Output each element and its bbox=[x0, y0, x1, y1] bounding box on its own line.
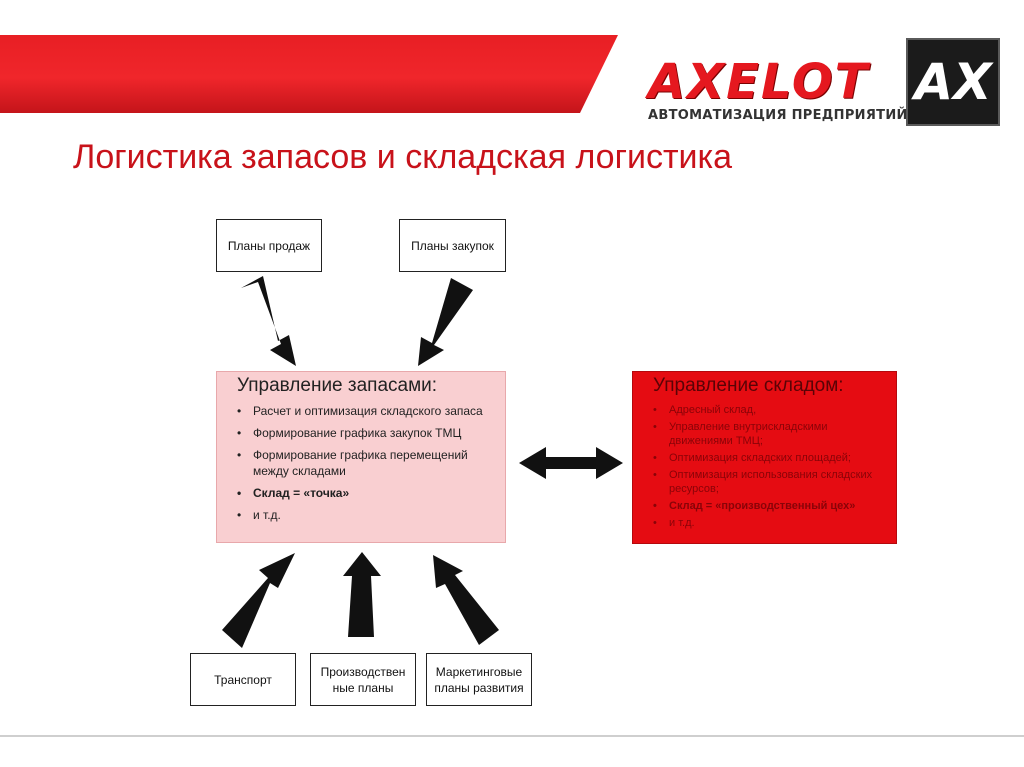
production-plans-label-line2: ные планы bbox=[332, 680, 394, 695]
list-item: Оптимизация использования складских ресу… bbox=[653, 468, 890, 496]
inventory-panel-title: Управление запасами: bbox=[237, 375, 438, 396]
list-item: Расчет и оптимизация складского запаса bbox=[237, 403, 499, 419]
arrow-production-to-inventory bbox=[343, 552, 381, 637]
inventory-management-panel: Управление запасами: Расчет и оптимизаци… bbox=[216, 371, 506, 543]
warehouse-panel-title: Управление складом: bbox=[653, 375, 844, 396]
list-item: Формирование графика перемещений между с… bbox=[237, 447, 499, 479]
arrow-transport-to-inventory bbox=[222, 553, 295, 648]
list-item: Формирование графика закупок ТМЦ bbox=[237, 425, 499, 441]
arrow-purchase-to-inventory bbox=[418, 278, 473, 366]
list-item: Адресный склад, bbox=[653, 403, 890, 417]
purchase-plans-label: Планы закупок bbox=[411, 238, 494, 253]
brand-name: AXELOT bbox=[648, 54, 870, 110]
arrow-marketing-to-inventory bbox=[433, 555, 499, 645]
production-plans-label-line1: Производствен bbox=[320, 664, 406, 679]
list-item: Склад = «производственный цех» bbox=[653, 499, 890, 513]
brand-tagline: АВТОМАТИЗАЦИЯ ПРЕДПРИЯТИЙ bbox=[648, 108, 908, 123]
arrow-inventory-warehouse bbox=[519, 447, 623, 479]
list-item: Склад = «точка» bbox=[237, 485, 499, 501]
sales-plans-label: Планы продаж bbox=[227, 238, 311, 253]
marketing-plans-box: Маркетинговые планы развития bbox=[426, 653, 532, 706]
list-item: и т.д. bbox=[237, 507, 499, 523]
transport-box: Транспорт bbox=[190, 653, 296, 706]
list-item: Оптимизация складских площадей; bbox=[653, 451, 890, 465]
warehouse-list: Адресный склад, Управление внутрискладск… bbox=[633, 403, 896, 530]
production-plans-box: Производствен ные планы bbox=[310, 653, 416, 706]
page-title: Логистика запасов и складская логистика bbox=[73, 138, 733, 176]
inventory-list: Расчет и оптимизация складского запаса Ф… bbox=[217, 403, 505, 523]
list-item: и т.д. bbox=[653, 516, 890, 530]
brand-logo: AXELOT АВТОМАТИЗАЦИЯ ПРЕДПРИЯТИЙ bbox=[648, 54, 908, 123]
marketing-plans-label-line1: Маркетинговые bbox=[435, 664, 523, 679]
warehouse-management-panel: Управление складом: Адресный склад, Упра… bbox=[632, 371, 897, 544]
footer-divider bbox=[0, 735, 1024, 737]
transport-label: Транспорт bbox=[214, 672, 272, 687]
brand-badge: AX bbox=[906, 38, 1000, 126]
list-item: Управление внутрискладскими движениями Т… bbox=[653, 420, 890, 448]
purchase-plans-box: Планы закупок bbox=[399, 219, 506, 272]
marketing-plans-label-line2: планы развития bbox=[434, 680, 524, 695]
arrow-sales-to-inventory bbox=[241, 276, 296, 366]
sales-plans-box: Планы продаж bbox=[216, 219, 322, 272]
header-banner bbox=[0, 35, 618, 113]
